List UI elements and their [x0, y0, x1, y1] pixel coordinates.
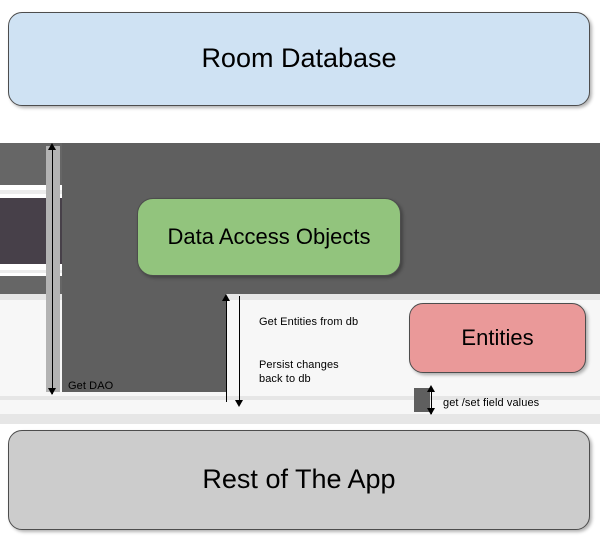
edge-label-get-entities-from-db: Get Entities from db — [259, 316, 359, 328]
edge-label-get-set-field-values: get /set field values — [443, 397, 540, 409]
background-band-light-2 — [0, 400, 600, 414]
connector-get-entities-line — [226, 298, 227, 402]
node-entities-label: Entities — [461, 325, 534, 351]
connector-get-dao-arrowhead-up — [48, 143, 56, 150]
node-rest-of-the-app-label: Rest of The App — [202, 464, 396, 495]
node-rest-of-the-app[interactable]: Rest of The App — [8, 430, 590, 530]
edge-label-persist-changes-line1: Persist changes — [259, 359, 339, 371]
swimlane-slab-lower — [62, 294, 226, 392]
field-access-stub — [414, 388, 430, 412]
connector-get-entities-arrowhead — [222, 294, 230, 301]
background-band-faint-3 — [0, 414, 600, 424]
connector-get-dao-arrowhead-down — [48, 388, 56, 395]
connector-field-values-arrowhead-up — [427, 385, 435, 392]
node-room-database-label: Room Database — [201, 43, 397, 74]
swimlane-rail — [46, 146, 60, 392]
background-band-faint-2 — [0, 396, 600, 400]
connector-persist-changes-arrowhead — [235, 400, 243, 407]
connector-persist-changes-line — [239, 296, 240, 404]
background-band-white-5 — [0, 424, 600, 430]
connector-get-dao-line — [52, 146, 53, 394]
connector-field-values-line — [431, 388, 432, 414]
node-data-access-objects-label: Data Access Objects — [167, 224, 371, 250]
node-entities[interactable]: Entities — [409, 303, 586, 373]
edge-label-get-dao: Get DAO — [68, 380, 114, 392]
edge-label-persist-changes-line2: back to db — [259, 373, 311, 385]
node-room-database[interactable]: Room Database — [8, 12, 590, 106]
connector-field-values-arrowhead-down — [427, 408, 435, 415]
background-band-faint-1 — [0, 294, 600, 300]
node-data-access-objects[interactable]: Data Access Objects — [137, 198, 401, 276]
